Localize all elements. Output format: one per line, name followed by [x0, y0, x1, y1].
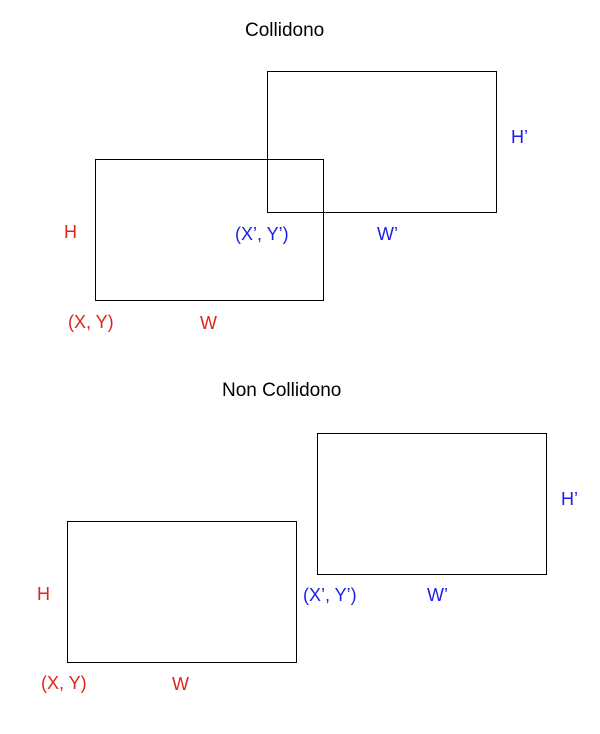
collide-rect-a-width-label: W: [200, 313, 217, 333]
no-collide-rect-a-origin-label: (X, Y): [41, 673, 87, 693]
collide-rect-b: [267, 71, 497, 213]
no-collide-title: Non Collidono: [222, 380, 342, 401]
no-collide-rect-b-height-label: H’: [561, 489, 578, 509]
no-collide-rect-b: [317, 433, 547, 575]
collide-rect-b-width-label: W’: [377, 224, 398, 244]
no-collide-rect-b-origin-label: (X’, Y’): [303, 585, 357, 605]
collide-rect-a-height-label: H: [64, 222, 77, 242]
collide-rect-b-origin-label: (X’, Y’): [235, 224, 289, 244]
collide-rect-a-origin-label: (X, Y): [68, 312, 114, 332]
no-collide-rect-a-width-label: W: [172, 674, 189, 694]
collide-rect-a: [95, 159, 324, 301]
collide-rect-b-height-label: H’: [511, 127, 528, 147]
no-collide-rect-b-width-label: W’: [427, 585, 448, 605]
collide-title: Collidono: [245, 20, 325, 41]
no-collide-rect-a-height-label: H: [37, 584, 50, 604]
no-collide-rect-a: [67, 521, 297, 663]
